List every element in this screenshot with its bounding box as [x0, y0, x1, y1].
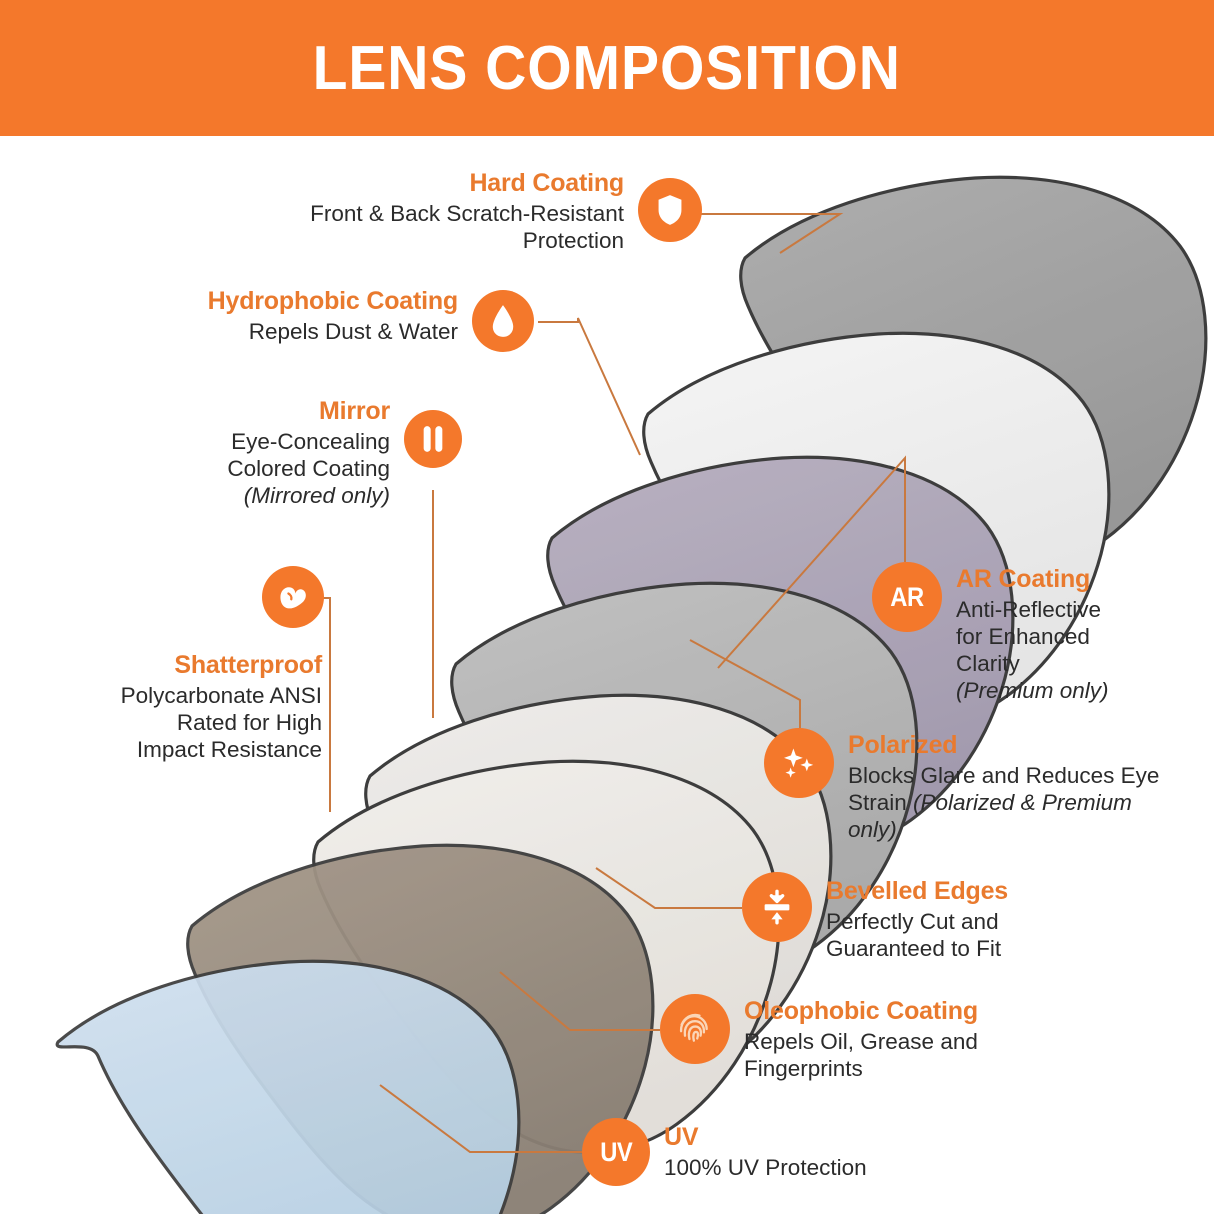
callout-uv[interactable]: UV UV 100% UV Protection	[582, 1118, 964, 1186]
callout-bevelled-edges[interactable]: Bevelled Edges Perfectly Cut and Guarant…	[742, 872, 1096, 962]
callout-title: Hydrophobic Coating	[207, 287, 459, 315]
callout-ar-coating[interactable]: AR AR Coating Anti-Reflective for Enhanc…	[872, 562, 1186, 704]
callout-body: 100% UV Protection	[664, 1155, 867, 1180]
callout-title: Polarized	[848, 731, 958, 759]
uv-badge-label: UV	[599, 1136, 633, 1167]
callout-body: Polycarbonate ANSI Rated for High Impact…	[120, 683, 322, 762]
compress-arrows-icon[interactable]	[742, 872, 812, 942]
ar-badge-icon[interactable]: AR	[872, 562, 942, 632]
callout-hard-coating[interactable]: Hard Coating Front & Back Scratch-Resist…	[262, 168, 702, 254]
callout-body: Eye-Concealing Colored Coating (Mirrored…	[227, 429, 390, 508]
callout-shatterproof[interactable]: Shatterproof Polycarbonate ANSI Rated fo…	[62, 566, 324, 763]
page-title: LENS COMPOSITION	[312, 33, 902, 103]
lens-layer-uv	[55, 959, 521, 1214]
callout-polarized[interactable]: Polarized Blocks Glare and Reduces Eye S…	[764, 728, 1172, 843]
fingerprint-icon[interactable]	[660, 994, 730, 1064]
ar-badge-label: AR	[890, 581, 924, 612]
sparkles-icon[interactable]	[764, 728, 834, 798]
mirror-bars-icon[interactable]	[404, 410, 462, 468]
callout-title: Bevelled Edges	[826, 877, 1009, 905]
callout-body: Repels Dust & Water	[248, 319, 458, 344]
callout-title: Hard Coating	[469, 169, 624, 197]
callout-title: Mirror	[318, 397, 390, 425]
callout-body: Anti-Reflective for Enhanced Clarity (Pr…	[956, 597, 1109, 703]
callout-body: Perfectly Cut and Guaranteed to Fit	[826, 909, 1002, 961]
uv-badge-icon[interactable]: UV	[582, 1118, 650, 1186]
callout-body: Blocks Glare and Reduces Eye Strain (Pol…	[848, 763, 1160, 842]
muscle-arm-icon[interactable]	[262, 566, 324, 628]
callout-oleophobic-coating[interactable]: Oleophobic Coating Repels Oil, Grease an…	[660, 994, 1044, 1082]
header-bar: LENS COMPOSITION	[0, 0, 1214, 136]
water-drop-icon[interactable]	[472, 290, 534, 352]
callout-hydrophobic-coating[interactable]: Hydrophobic Coating Repels Dust & Water	[138, 286, 538, 352]
callout-body: Front & Back Scratch-Resistant Protectio…	[310, 201, 624, 253]
callout-title: UV	[664, 1123, 699, 1151]
callout-title: Oleophobic Coating	[744, 997, 978, 1025]
shield-icon[interactable]	[638, 178, 702, 242]
callout-title: Shatterproof	[174, 651, 322, 679]
callout-body: Repels Oil, Grease and Fingerprints	[744, 1029, 978, 1081]
callout-mirror[interactable]: Mirror Eye-Concealing Colored Coating (M…	[180, 396, 462, 509]
callout-title: AR Coating	[956, 565, 1091, 593]
